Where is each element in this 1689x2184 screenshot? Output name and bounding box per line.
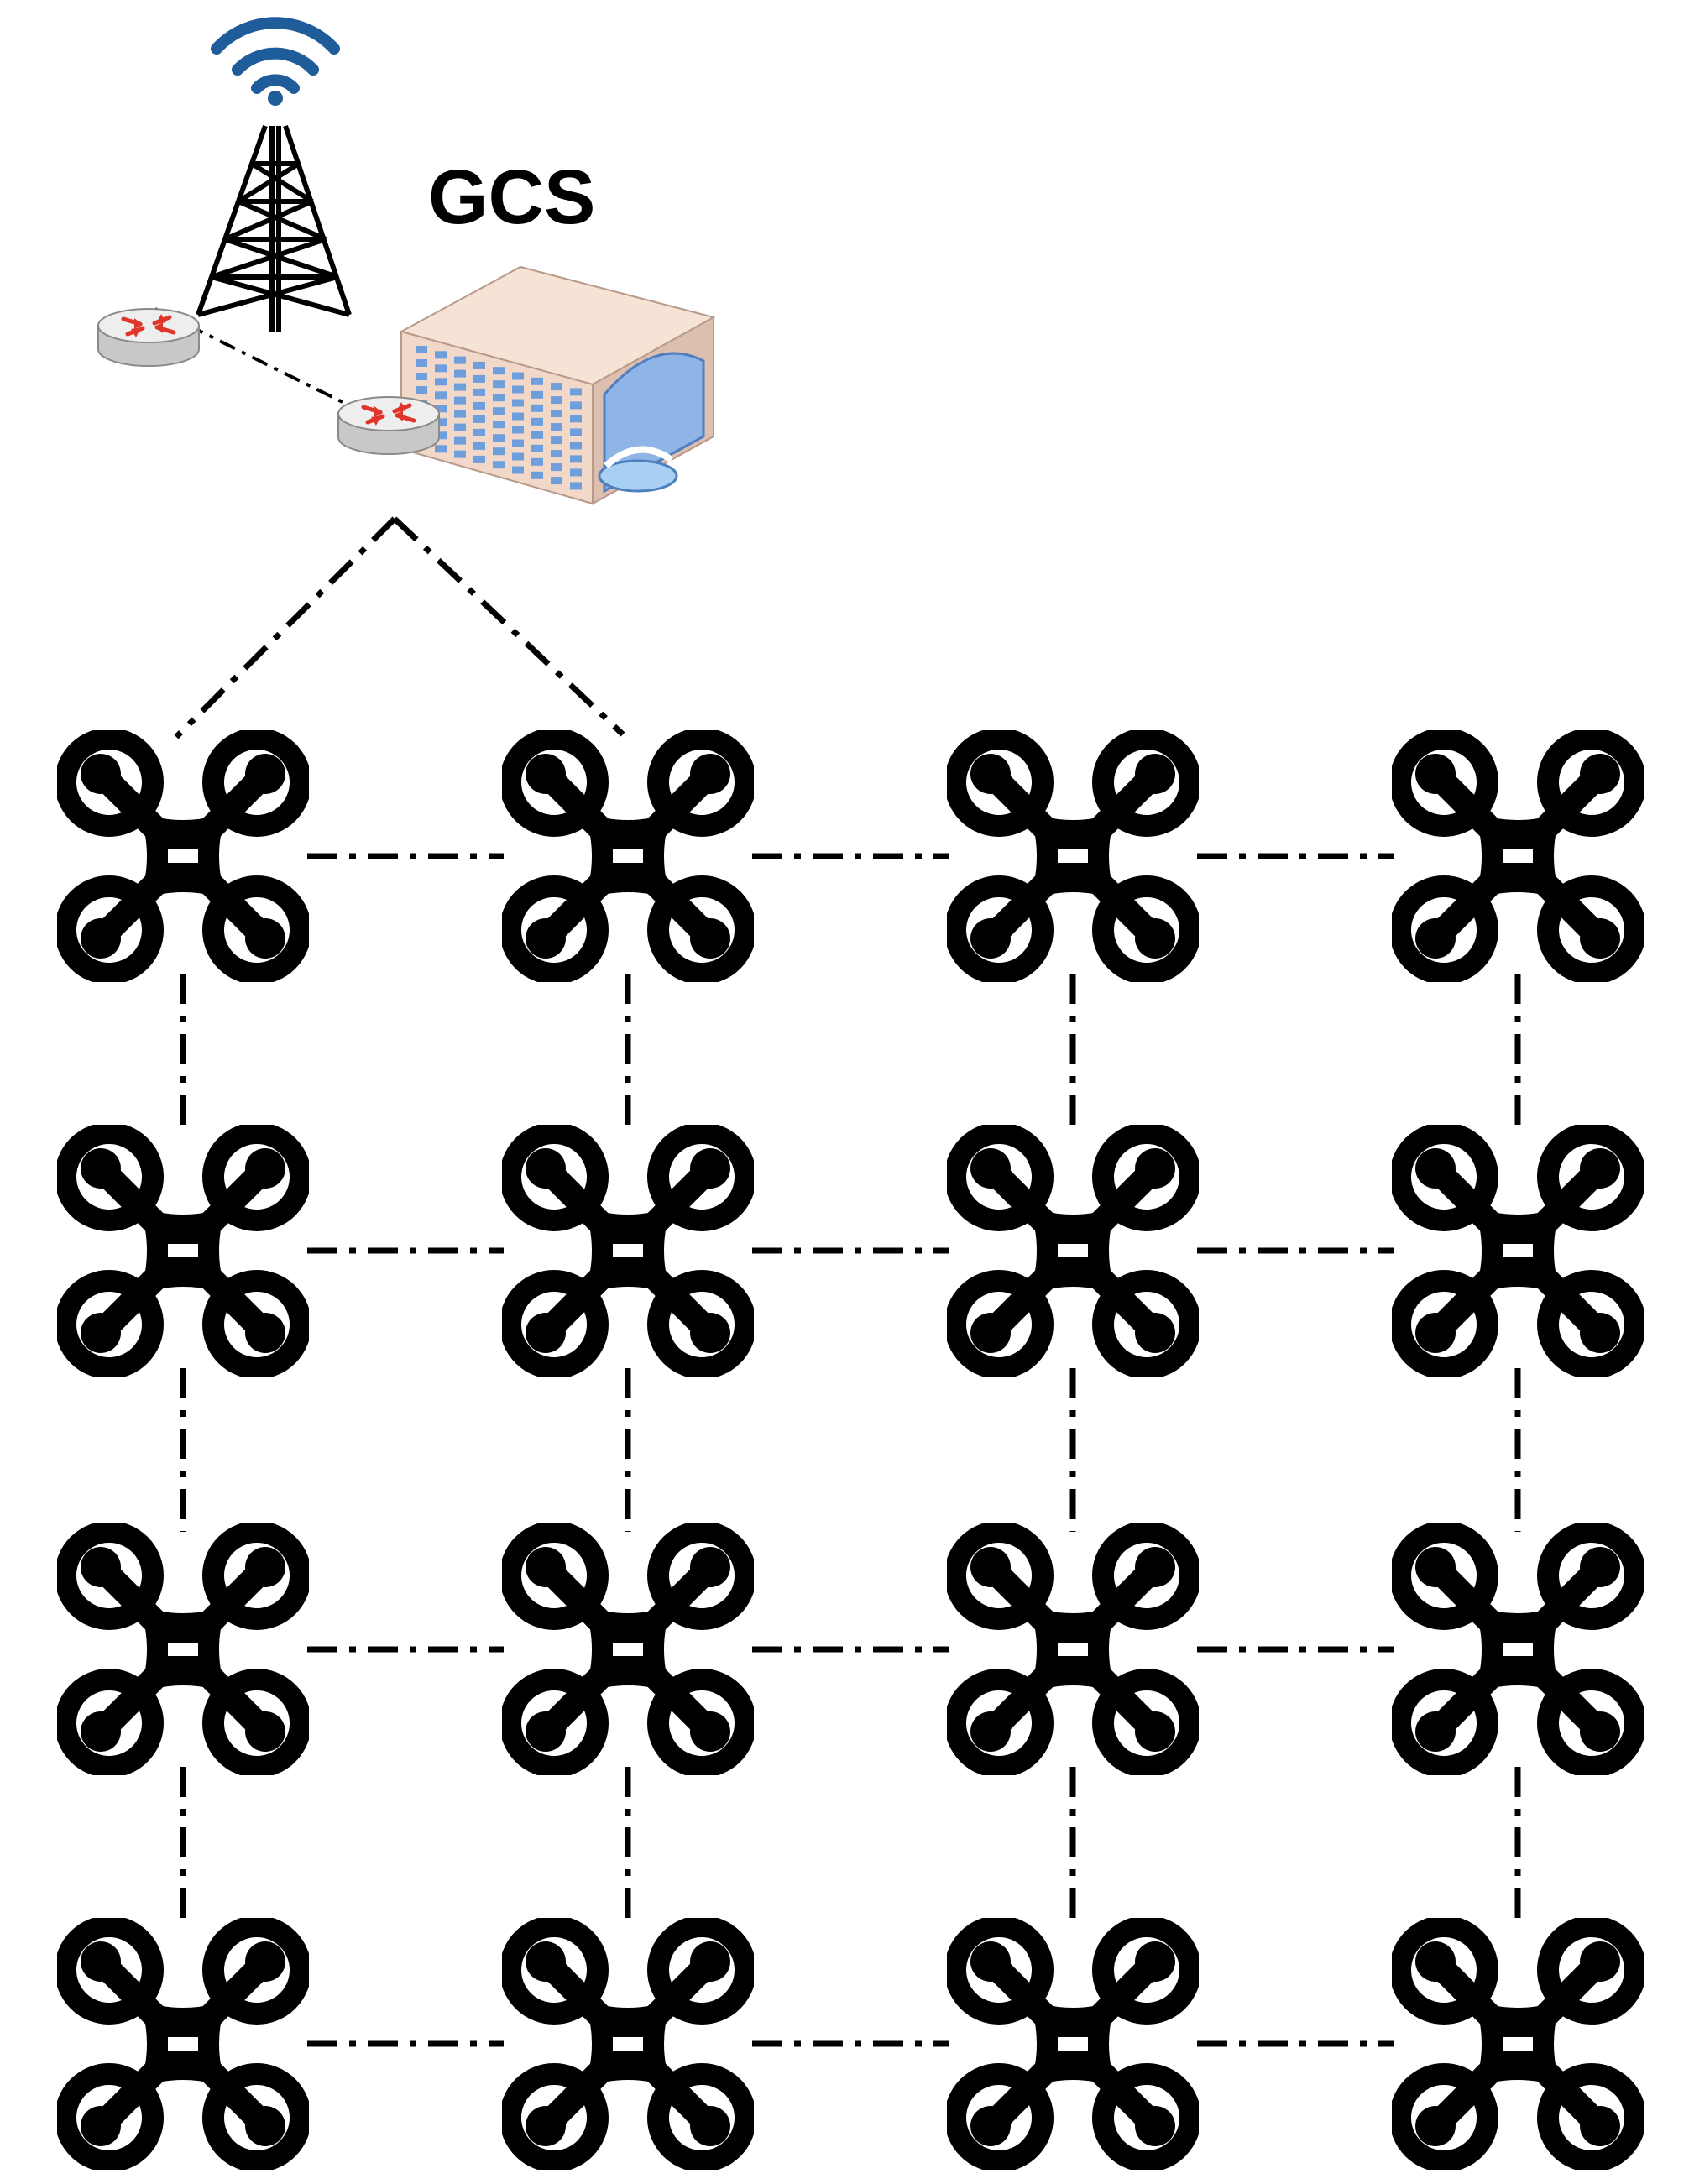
window bbox=[454, 383, 466, 391]
window bbox=[454, 450, 466, 458]
window bbox=[473, 455, 485, 463]
window bbox=[493, 447, 505, 456]
window bbox=[570, 482, 582, 490]
window bbox=[493, 407, 505, 415]
window bbox=[435, 445, 447, 453]
window bbox=[473, 428, 485, 436]
drone-icon bbox=[510, 1926, 745, 2161]
window bbox=[473, 388, 485, 396]
drone-icon bbox=[510, 739, 745, 974]
window bbox=[435, 378, 447, 386]
window bbox=[570, 401, 582, 410]
drone-icon bbox=[510, 1133, 745, 1368]
router-icon bbox=[338, 397, 439, 454]
building-icon bbox=[399, 265, 716, 505]
gcs-label: GCS bbox=[428, 154, 595, 240]
window bbox=[551, 436, 562, 445]
window bbox=[473, 401, 485, 410]
window bbox=[570, 468, 582, 477]
window bbox=[454, 356, 466, 364]
window bbox=[493, 367, 505, 375]
window bbox=[416, 359, 427, 367]
window bbox=[531, 444, 543, 452]
window bbox=[531, 390, 543, 399]
window bbox=[416, 373, 427, 380]
uplink-line bbox=[174, 516, 397, 739]
window bbox=[454, 369, 466, 378]
window bbox=[493, 394, 505, 402]
window bbox=[435, 351, 447, 359]
window bbox=[435, 391, 447, 400]
window bbox=[531, 417, 543, 426]
drone-grid bbox=[65, 739, 1635, 2161]
window bbox=[435, 418, 447, 426]
window bbox=[570, 455, 582, 463]
drone-icon bbox=[65, 1926, 301, 2161]
window bbox=[512, 412, 524, 421]
window bbox=[531, 471, 543, 479]
window bbox=[512, 372, 524, 380]
router-icon bbox=[98, 309, 199, 366]
window bbox=[551, 477, 562, 485]
window bbox=[512, 452, 524, 461]
drone-icon bbox=[65, 1532, 301, 1767]
links-layer bbox=[174, 516, 1521, 2047]
window bbox=[531, 457, 543, 466]
window bbox=[493, 434, 505, 442]
window bbox=[435, 364, 447, 373]
window bbox=[473, 442, 485, 450]
window bbox=[435, 405, 447, 413]
drone-icon bbox=[1400, 1532, 1635, 1767]
drone-icon bbox=[1400, 1926, 1635, 2161]
window bbox=[551, 383, 562, 391]
window bbox=[435, 431, 447, 440]
window bbox=[551, 396, 562, 405]
window bbox=[551, 410, 562, 418]
window bbox=[454, 423, 466, 431]
radio-tower-icon bbox=[196, 17, 352, 332]
window bbox=[551, 423, 562, 431]
window bbox=[454, 410, 466, 418]
window bbox=[493, 421, 505, 429]
window bbox=[416, 346, 427, 353]
window bbox=[570, 428, 582, 436]
window bbox=[512, 385, 524, 394]
drone-icon bbox=[65, 739, 301, 974]
drone-icon bbox=[510, 1532, 745, 1767]
window bbox=[551, 450, 562, 458]
window bbox=[531, 377, 543, 385]
window bbox=[454, 436, 466, 445]
window bbox=[570, 442, 582, 450]
window bbox=[512, 399, 524, 407]
drone-icon bbox=[1400, 1133, 1635, 1368]
window bbox=[473, 415, 485, 423]
window bbox=[531, 404, 543, 412]
window bbox=[570, 388, 582, 396]
drone-icon bbox=[955, 1926, 1190, 2161]
window bbox=[570, 415, 582, 423]
drone-icon bbox=[955, 739, 1190, 974]
window bbox=[454, 396, 466, 405]
window bbox=[493, 461, 505, 469]
window bbox=[551, 463, 562, 472]
window bbox=[493, 380, 505, 389]
window bbox=[512, 439, 524, 447]
drone-icon bbox=[955, 1532, 1190, 1767]
drone-icon bbox=[65, 1133, 301, 1368]
window bbox=[416, 386, 427, 394]
window bbox=[473, 374, 485, 383]
drone-icon bbox=[1400, 739, 1635, 974]
window bbox=[531, 431, 543, 439]
drone-icon bbox=[955, 1133, 1190, 1368]
uplink-line bbox=[392, 516, 625, 737]
window bbox=[512, 426, 524, 434]
window bbox=[512, 466, 524, 474]
window bbox=[473, 361, 485, 369]
